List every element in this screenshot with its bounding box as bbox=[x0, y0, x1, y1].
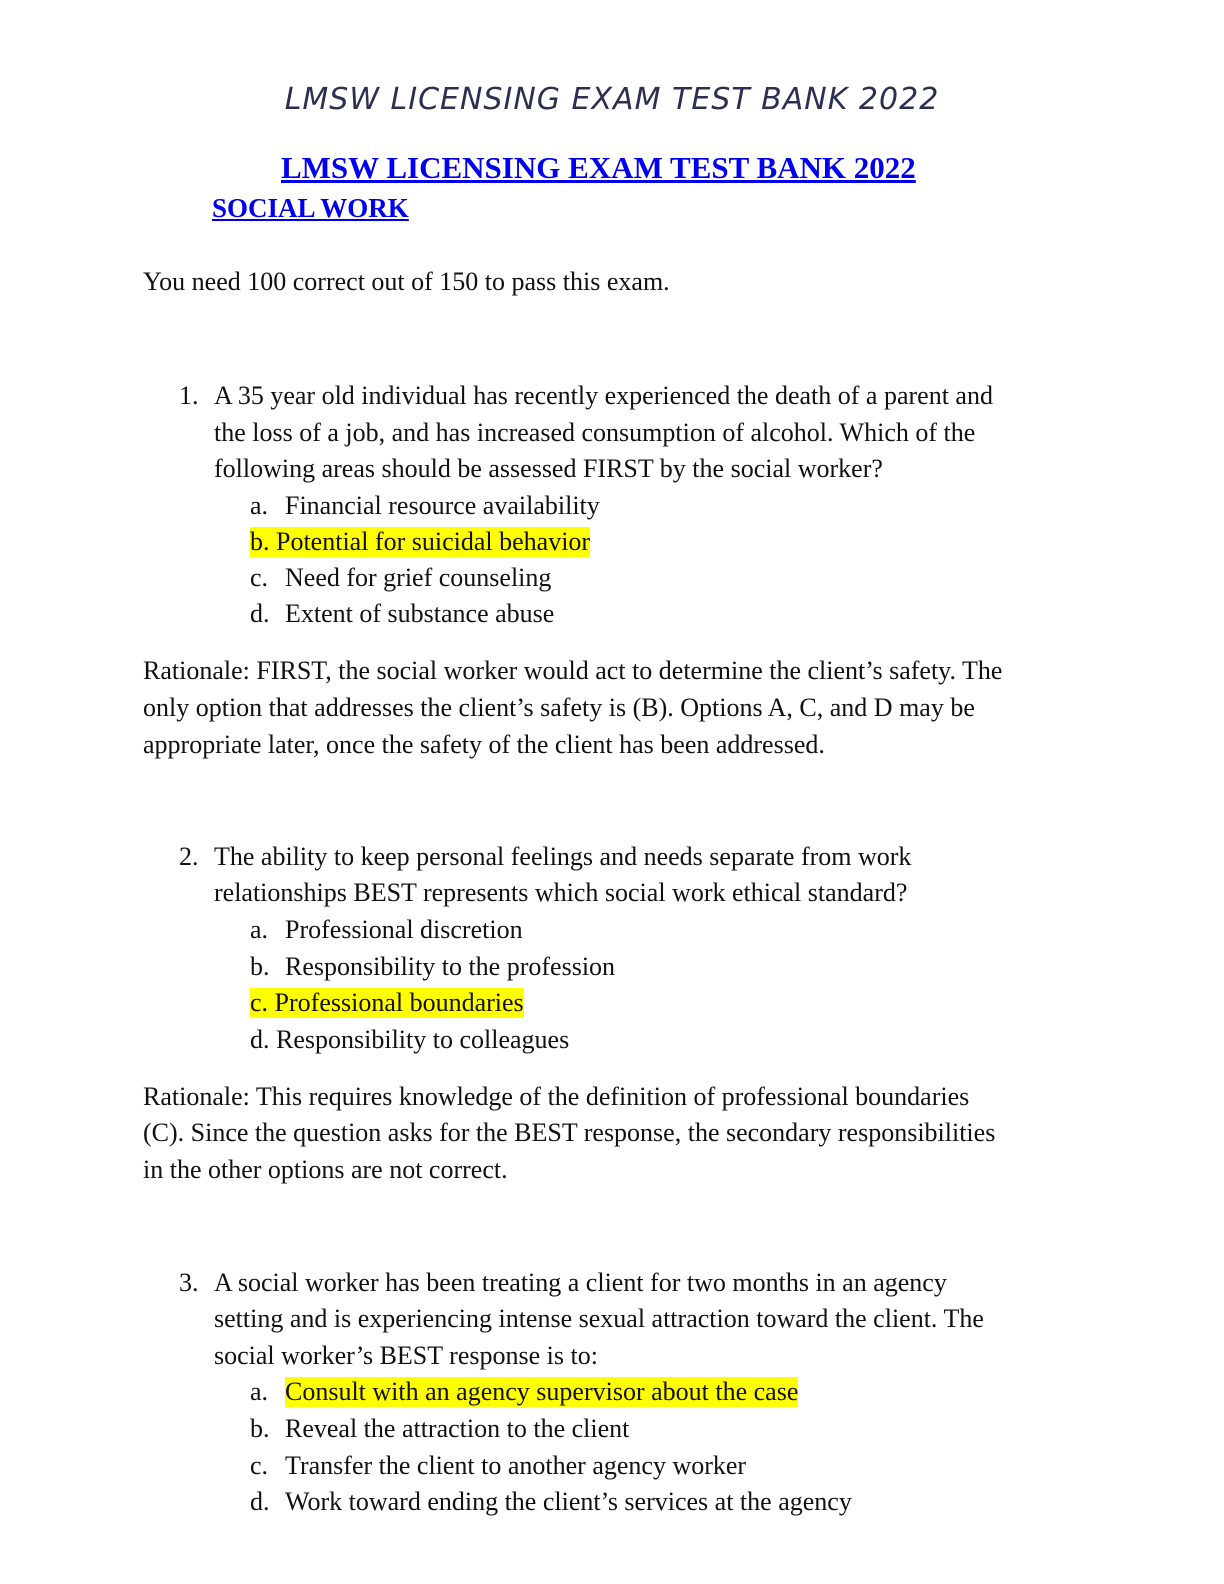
option-letter: d. bbox=[250, 599, 270, 628]
option-letter: b. bbox=[250, 527, 270, 556]
rationale-text: Rationale: FIRST, the social worker woul… bbox=[143, 656, 1003, 685]
option-text: Need for grief counseling bbox=[285, 563, 552, 592]
option-text: Professional discretion bbox=[285, 915, 523, 944]
rationale-text: (C). Since the question asks for the BES… bbox=[143, 1118, 996, 1147]
option-letter: a. bbox=[250, 1377, 269, 1406]
rationale-text: Rationale: This requires knowledge of th… bbox=[143, 1082, 970, 1111]
question-text: A 35 year old individual has recently ex… bbox=[214, 381, 993, 410]
page-header: LMSW LICENSING EXAM TEST BANK 2022 bbox=[284, 82, 940, 117]
option-letter: d. bbox=[250, 1025, 270, 1054]
correct-answer-highlight: c. Professional boundaries bbox=[250, 988, 524, 1018]
option-text: Responsibility to colleagues bbox=[276, 1025, 570, 1054]
option-letter: d. bbox=[250, 1487, 270, 1516]
option-letter: c. bbox=[250, 1451, 269, 1480]
option-text: Transfer the client to another agency wo… bbox=[285, 1451, 747, 1480]
intro-text: You need 100 correct out of 150 to pass … bbox=[143, 267, 670, 296]
correct-answer-highlight: b. Potential for suicidal behavior bbox=[250, 527, 591, 557]
option-text: Potential for suicidal behavior bbox=[276, 527, 591, 556]
option-letter: c. bbox=[250, 988, 269, 1017]
question-text: setting and is experiencing intense sexu… bbox=[214, 1304, 984, 1333]
question-text: the loss of a job, and has increased con… bbox=[214, 418, 976, 447]
option-letter: b. bbox=[250, 1414, 270, 1443]
question-text: social worker’s BEST response is to: bbox=[214, 1341, 598, 1370]
question-number: 2. bbox=[179, 842, 199, 871]
option-text: Extent of substance abuse bbox=[285, 599, 555, 628]
rationale-text: appropriate later, once the safety of th… bbox=[143, 730, 825, 759]
rationale-text: in the other options are not correct. bbox=[143, 1155, 508, 1184]
question-number: 1. bbox=[179, 381, 199, 410]
question-text: relationships BEST represents which soci… bbox=[214, 878, 908, 907]
title-link[interactable]: LMSW LICENSING EXAM TEST BANK 2022 bbox=[281, 150, 916, 185]
option-text: Professional boundaries bbox=[274, 988, 524, 1017]
option-letter: c. bbox=[250, 563, 269, 592]
option-letter: b. bbox=[250, 952, 270, 981]
correct-answer-highlight: Consult with an agency supervisor about … bbox=[285, 1377, 799, 1407]
option-text: Reveal the attraction to the client bbox=[285, 1414, 630, 1443]
option-text: Responsibility to the profession bbox=[285, 952, 616, 981]
subtitle-link[interactable]: SOCIAL WORK bbox=[212, 193, 409, 223]
option-text: Work toward ending the client’s services… bbox=[285, 1487, 852, 1516]
question-number: 3. bbox=[179, 1268, 199, 1297]
option-line: d. Responsibility to colleagues bbox=[250, 1025, 569, 1055]
question-text: following areas should be assessed FIRST… bbox=[214, 454, 883, 483]
question-text: The ability to keep personal feelings an… bbox=[214, 842, 912, 871]
option-letter: a. bbox=[250, 491, 269, 520]
option-letter: a. bbox=[250, 915, 269, 944]
rationale-text: only option that addresses the client’s … bbox=[143, 693, 975, 722]
question-text: A social worker has been treating a clie… bbox=[214, 1268, 947, 1297]
option-text: Financial resource availability bbox=[285, 491, 600, 520]
